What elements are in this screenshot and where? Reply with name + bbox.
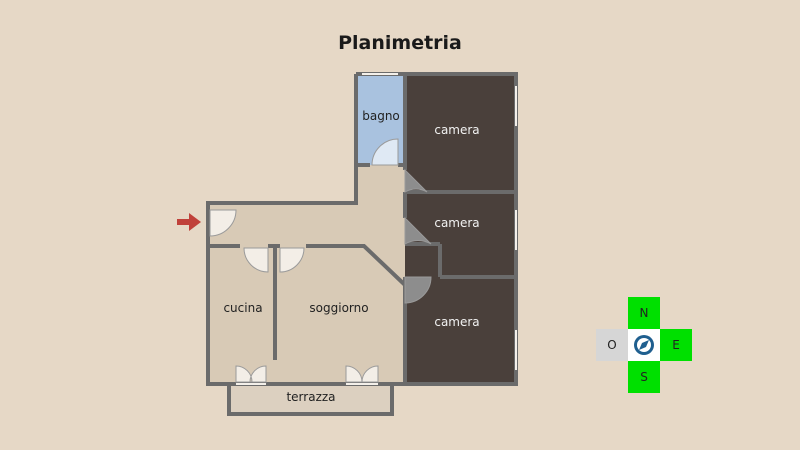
room-label-cucina: cucina xyxy=(223,301,263,315)
compass-south-label: S xyxy=(640,370,648,384)
room-label-soggiorno: soggiorno xyxy=(309,301,369,315)
compass-east-cell xyxy=(660,329,692,361)
compass-east-label: E xyxy=(672,338,680,352)
door-camera-1 xyxy=(404,168,428,193)
windows xyxy=(236,73,517,385)
room-label-camera-3: camera xyxy=(434,315,480,329)
page-title: Planimetria xyxy=(338,32,462,54)
room-label-camera-2: camera xyxy=(434,216,480,230)
entry-arrow-icon xyxy=(177,213,201,231)
camera-2-floor xyxy=(405,192,516,277)
door-terrazza-soggiorno xyxy=(345,365,379,383)
compass-icon xyxy=(634,335,654,355)
compass-west-cell xyxy=(596,329,628,361)
compass-north-label: N xyxy=(639,306,649,320)
door-entrance xyxy=(209,209,237,237)
wall-corridor-soggiorno xyxy=(306,244,407,287)
doors xyxy=(209,138,432,383)
camera-1-floor xyxy=(405,74,516,192)
door-bagno xyxy=(371,138,399,166)
terrazza-wall xyxy=(227,384,394,416)
outer-wall xyxy=(206,72,518,386)
room-label-camera-1: camera xyxy=(434,123,480,137)
compass-north-cell xyxy=(628,297,660,329)
door-soggiorno xyxy=(279,247,305,273)
room-label-terrazza: terrazza xyxy=(286,390,336,404)
room-label-bagno: bagno xyxy=(362,109,400,123)
terrazza-floor xyxy=(229,383,392,413)
compass-west-label: O xyxy=(607,338,617,352)
door-camera-2 xyxy=(404,216,432,245)
walls xyxy=(206,72,518,416)
door-cucina xyxy=(243,247,269,273)
compass-south-cell xyxy=(628,361,660,393)
door-camera-3 xyxy=(404,276,432,304)
compass-rose xyxy=(596,297,692,393)
door-terrazza-cucina xyxy=(235,365,267,383)
